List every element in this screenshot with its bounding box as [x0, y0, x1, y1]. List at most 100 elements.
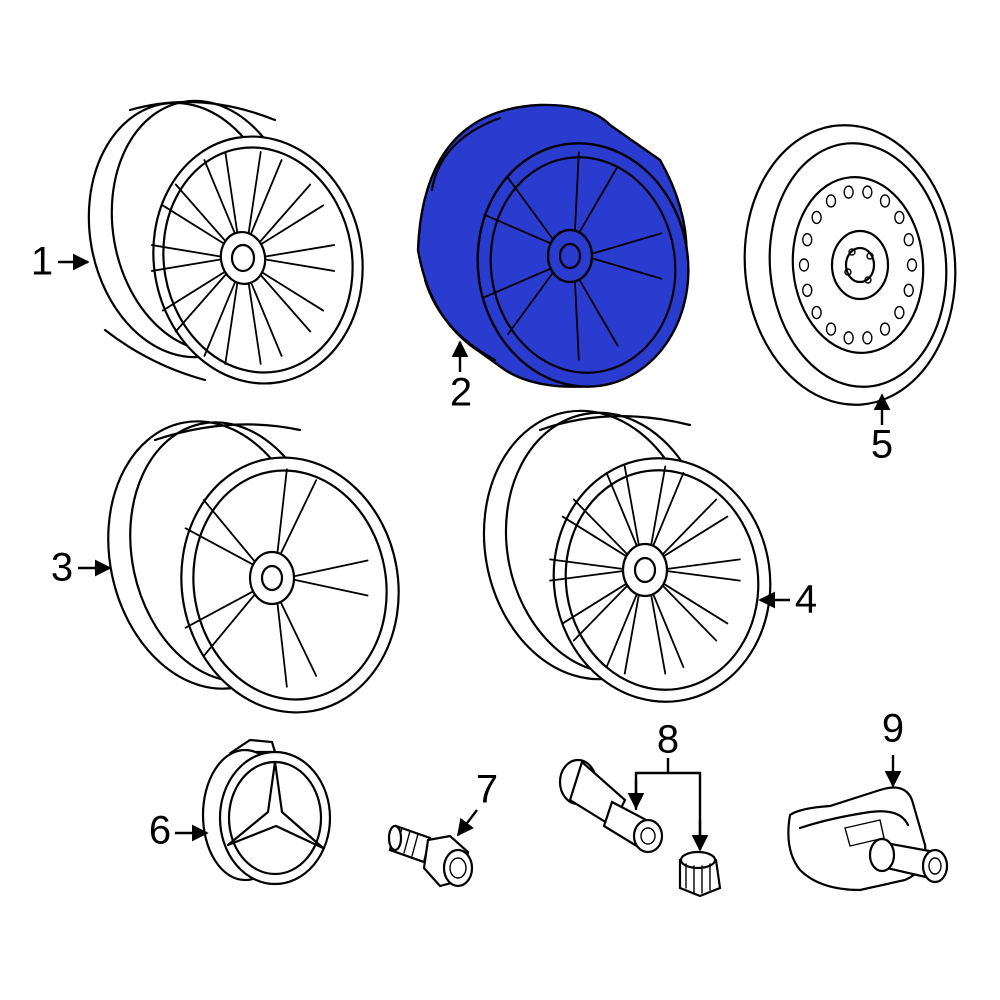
- spoke-line: [483, 213, 553, 245]
- spoke-line: [665, 558, 741, 570]
- spoke-line: [258, 272, 312, 333]
- spoke-line: [292, 578, 369, 597]
- spoke-line: [174, 272, 228, 333]
- vent-hole: [879, 194, 891, 208]
- callout-9: 9: [882, 707, 904, 751]
- wheel-3-spokes: [184, 468, 369, 688]
- vent-hole: [862, 331, 873, 345]
- spoke-line: [278, 479, 318, 557]
- wheel-part-5[interactable]: [733, 116, 967, 413]
- vent-hole: [802, 232, 813, 247]
- star-logo-icon: [226, 760, 325, 850]
- wheel-2-spokes: [483, 151, 663, 361]
- tpms-sensor-part-9[interactable]: [787, 786, 949, 892]
- vent-hole: [862, 185, 873, 199]
- spoke-line: [573, 151, 580, 234]
- vent-hole: [906, 258, 918, 272]
- arrow-7: [456, 809, 478, 837]
- spoke-line: [483, 267, 553, 299]
- spoke-line: [259, 204, 325, 246]
- spoke-line: [247, 280, 262, 365]
- vent-hole: [894, 210, 905, 225]
- spoke-line: [507, 177, 555, 242]
- spoke-line: [276, 600, 288, 688]
- vent-hole: [825, 194, 837, 208]
- spoke-line: [605, 591, 639, 668]
- leader-arrows: [58, 253, 902, 852]
- wheel-part-4[interactable]: [463, 394, 786, 716]
- spoke-line: [651, 472, 685, 549]
- spoke-line: [278, 599, 318, 677]
- spoke-line: [549, 570, 625, 582]
- spoke-line: [150, 244, 224, 258]
- spoke-line: [651, 591, 685, 668]
- spoke-line: [276, 468, 288, 556]
- vent-hole: [903, 232, 914, 247]
- spoke-line: [202, 592, 257, 657]
- spoke-line: [561, 582, 628, 625]
- spoke-line: [507, 270, 555, 335]
- spoke-line: [649, 465, 667, 548]
- spoke-line: [649, 592, 667, 675]
- spoke-line: [661, 498, 718, 557]
- vent-hole: [879, 322, 891, 336]
- vent-hole: [811, 305, 822, 320]
- spoke-line: [292, 559, 369, 578]
- callout-5: 5: [871, 423, 893, 467]
- spoke-line: [572, 498, 629, 557]
- wheel-1-spokes: [150, 151, 336, 365]
- vent-hole: [802, 283, 813, 298]
- spoke-line: [174, 183, 228, 244]
- spoke-line: [623, 592, 641, 675]
- center-cap-part-6[interactable]: [201, 738, 332, 886]
- callout-2: 2: [450, 371, 472, 415]
- vent-hole: [798, 258, 810, 272]
- vent-hole: [894, 305, 905, 320]
- spoke-line: [662, 582, 729, 625]
- callout-4: 4: [795, 578, 817, 622]
- spoke-line: [262, 258, 336, 272]
- spoke-line: [184, 527, 256, 567]
- callout-6: 6: [149, 809, 171, 853]
- spoke-line: [573, 278, 580, 361]
- valve-stem-part-8[interactable]: [558, 758, 664, 854]
- wheel-part-3[interactable]: [84, 402, 418, 730]
- vent-hole: [843, 185, 854, 199]
- wheel-part-2[interactable]: [416, 103, 704, 400]
- spoke-line: [258, 183, 312, 244]
- callout-7: 7: [476, 768, 498, 812]
- spoke-line: [605, 472, 639, 549]
- spoke-line: [561, 515, 628, 558]
- spoke-line: [577, 277, 619, 347]
- spoke-line: [224, 280, 239, 365]
- spoke-line: [623, 465, 641, 548]
- callout-3: 3: [51, 546, 73, 590]
- spoke-line: [661, 583, 718, 642]
- spoke-line: [150, 258, 224, 272]
- spoke-line: [665, 570, 741, 582]
- wheel-5-vent-holes: [798, 185, 918, 345]
- spoke-line: [262, 244, 336, 258]
- spoke-line: [161, 204, 227, 246]
- spoke-line: [203, 279, 237, 357]
- callout-labels: 1 2 3 4 5 6 7 8 9: [31, 240, 904, 853]
- spoke-line: [184, 589, 256, 629]
- wheel-4-spokes: [549, 465, 741, 675]
- spoke-line: [161, 270, 227, 312]
- lug-bolt-part-7[interactable]: [387, 824, 474, 888]
- vent-hole: [825, 322, 837, 336]
- callout-8: 8: [657, 718, 679, 762]
- spoke-line: [549, 558, 625, 570]
- spoke-line: [249, 279, 283, 357]
- spoke-line: [662, 515, 729, 558]
- spoke-line: [259, 270, 325, 312]
- spoke-line: [590, 232, 663, 255]
- spoke-line: [572, 583, 629, 642]
- spoke-line: [590, 257, 663, 280]
- spoke-line: [247, 151, 262, 236]
- wheel-part-1[interactable]: [69, 86, 382, 400]
- valve-cap-part-8[interactable]: [678, 850, 722, 898]
- spoke-line: [249, 159, 283, 237]
- callout-1: 1: [31, 240, 53, 284]
